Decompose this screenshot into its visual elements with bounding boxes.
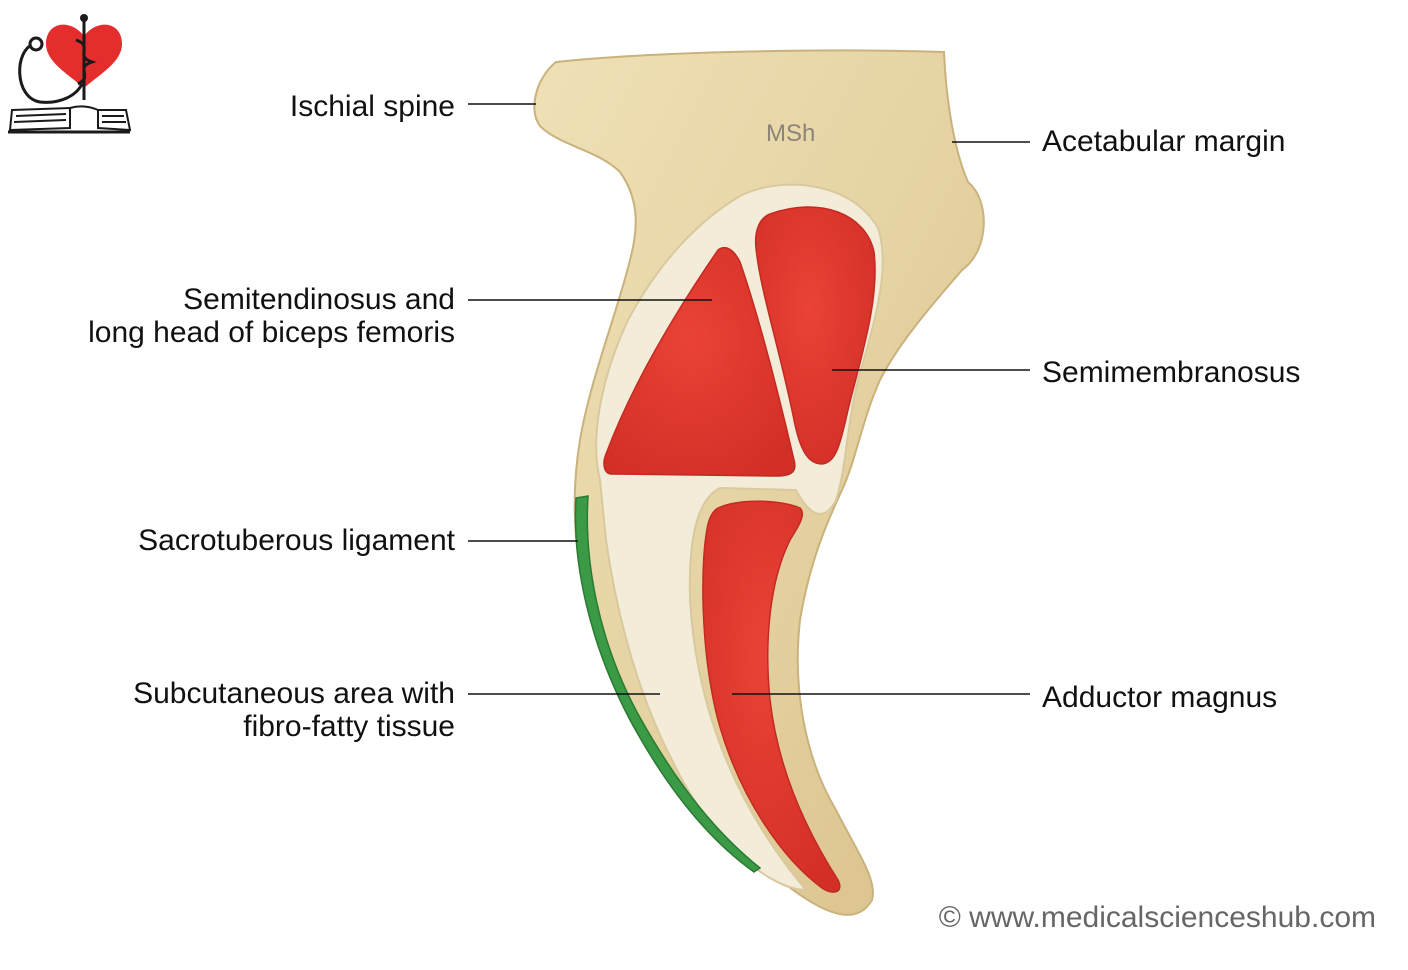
logo-book-icon bbox=[8, 105, 132, 134]
msh-watermark: MSh bbox=[766, 120, 815, 147]
label-subcutaneous-line2: fibro-fatty tissue bbox=[243, 710, 455, 743]
sacrotuberous-ligament bbox=[574, 495, 762, 873]
logo-serpent-icon bbox=[75, 38, 97, 86]
label-subcutaneous-line1: Subcutaneous area with bbox=[133, 677, 455, 710]
adductor-magnus-origin bbox=[702, 500, 841, 893]
label-ischial-spine: Ischial spine bbox=[290, 90, 455, 123]
semimembranosus-origin bbox=[754, 206, 876, 465]
label-acetabular-margin: Acetabular margin bbox=[1042, 125, 1285, 158]
copyright-text: © www.medicalscienceshub.com bbox=[939, 901, 1376, 934]
label-sacrotuberous-ligament: Sacrotuberous ligament bbox=[138, 524, 456, 557]
label-adductor-magnus: Adductor magnus bbox=[1042, 681, 1277, 714]
label-semimembranosus: Semimembranosus bbox=[1042, 356, 1300, 389]
label-semitendinosus-line1: Semitendinosus and bbox=[183, 283, 455, 316]
semitendinosus-biceps-origin bbox=[603, 246, 796, 477]
label-semitendinosus-line2: long head of biceps femoris bbox=[88, 316, 455, 349]
logo-stethoscope-icon bbox=[18, 42, 84, 104]
logo-heart-stethoscope-icon bbox=[8, 14, 132, 134]
